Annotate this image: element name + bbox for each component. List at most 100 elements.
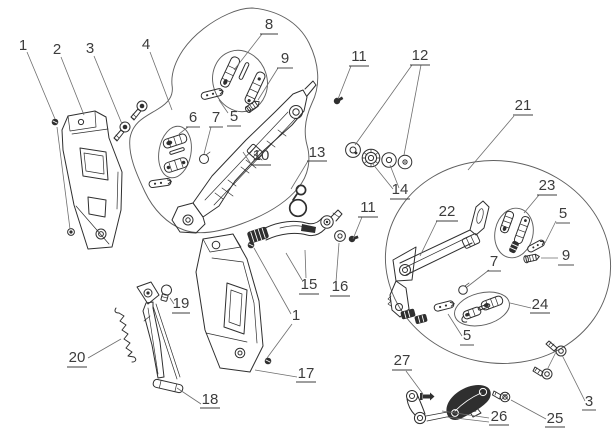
callout-number-18-19: 18 bbox=[202, 391, 219, 408]
callout-number-6-9: 6 bbox=[189, 109, 197, 126]
part-footpeg-rubber-8b bbox=[244, 71, 266, 105]
part-kickstand bbox=[136, 281, 184, 394]
callout-leader-25-30-0 bbox=[510, 399, 547, 420]
callout-number-20-21: 20 bbox=[69, 349, 86, 366]
callout-number-5-29: 5 bbox=[463, 327, 471, 344]
part-brake-pedal bbox=[247, 209, 343, 244]
part-side-cover-right bbox=[195, 233, 264, 373]
part-step-bolt-9a bbox=[244, 100, 260, 113]
part-heel-guard-left bbox=[61, 110, 123, 250]
callout-leader-1-0-0 bbox=[26, 51, 56, 120]
callout-leader-27-32-0 bbox=[405, 370, 424, 395]
part-clevis-pin-5d bbox=[433, 300, 455, 312]
callout-leader-3-33-1 bbox=[546, 351, 557, 371]
part-footrest-bracket-front bbox=[171, 80, 317, 234]
callout-leader-7-10-0 bbox=[203, 126, 212, 155]
callout-leader-2-1-0 bbox=[60, 56, 85, 116]
callout-leader-21-8-0 bbox=[467, 115, 515, 171]
part-washer-14b bbox=[381, 152, 397, 168]
group-outline-rear-assembly bbox=[384, 160, 612, 364]
callout-number-3-33: 3 bbox=[585, 393, 593, 410]
callout-leader-4-3-0 bbox=[149, 51, 173, 111]
callout-leader-11-15-0 bbox=[352, 216, 363, 240]
callout-leader-14-14-0 bbox=[371, 162, 394, 190]
callout-number-22-23: 22 bbox=[439, 203, 456, 220]
callout-number-21-8: 21 bbox=[515, 97, 532, 114]
part-pivot-bolt bbox=[160, 284, 173, 302]
callout-leader-5-11-0 bbox=[218, 99, 229, 114]
callout-number-4-3: 4 bbox=[142, 36, 150, 53]
part-footrest-bracket-rear bbox=[387, 200, 490, 324]
part-shift-pin-27 bbox=[420, 392, 435, 401]
part-step-bolt-9b bbox=[523, 253, 540, 264]
part-locknut-1 bbox=[51, 118, 59, 126]
callout-leader-13-13-0 bbox=[290, 160, 309, 190]
callout-leader-1-0-1 bbox=[56, 126, 71, 230]
callout-number-1-22: 1 bbox=[292, 307, 300, 324]
part-flat-washer bbox=[334, 230, 346, 242]
callout-leader-14-14-1 bbox=[389, 164, 400, 189]
part-mount-bolt-upper bbox=[130, 100, 148, 121]
callout-number-5-11: 5 bbox=[230, 108, 238, 125]
part-circlip-7a bbox=[199, 151, 211, 164]
callout-number-2-1: 2 bbox=[53, 41, 61, 58]
group-outline-footpeg-set-6 bbox=[158, 125, 192, 179]
callout-number-19-20: 19 bbox=[173, 295, 190, 312]
callout-number-7-27: 7 bbox=[490, 253, 498, 270]
part-footpeg-knob-23 bbox=[509, 240, 519, 254]
callout-number-14-14: 14 bbox=[392, 181, 409, 198]
callout-leader-3-2-0 bbox=[93, 55, 123, 125]
callout-leader-1-22-1 bbox=[266, 323, 293, 359]
callout-leader-24-28-0 bbox=[509, 302, 532, 309]
callout-number-11-15: 11 bbox=[360, 199, 376, 216]
callout-number-24-28: 24 bbox=[532, 296, 549, 313]
callout-leader-12-7-0 bbox=[354, 64, 413, 146]
part-washer-12b bbox=[397, 154, 413, 170]
part-rear-bolt-b bbox=[532, 366, 553, 380]
group-outline-footpeg-set-23 bbox=[494, 207, 534, 259]
callout-leader-22-23-0 bbox=[419, 220, 438, 257]
part-locknut-3 bbox=[247, 241, 255, 249]
callout-number-17-18: 17 bbox=[298, 365, 315, 382]
part-washer-12a bbox=[345, 142, 361, 158]
part-footpeg-rubber-8a bbox=[219, 56, 241, 88]
part-bolt-25 bbox=[492, 390, 511, 403]
group-outline-footpeg-set-8 bbox=[212, 49, 268, 113]
part-footpeg-sliver-24 bbox=[477, 303, 491, 311]
part-screw-11a bbox=[333, 96, 344, 105]
part-rear-bolt-a bbox=[545, 340, 567, 357]
callout-number-9-5: 9 bbox=[281, 50, 289, 67]
part-footpeg-rubber-23b bbox=[513, 215, 531, 245]
callout-leader-18-19-0 bbox=[176, 387, 202, 405]
callout-leader-26-31-1 bbox=[446, 416, 490, 423]
callout-leader-3-33-0 bbox=[561, 354, 586, 402]
callout-leader-17-18-0 bbox=[254, 369, 298, 378]
callout-leader-5-29-0 bbox=[447, 313, 463, 337]
part-footpeg-rubber-6a bbox=[162, 133, 188, 149]
callout-leader-5-25-0 bbox=[544, 220, 557, 244]
group-outline-front-assembly bbox=[129, 7, 319, 234]
part-footpeg-rubber-23a bbox=[499, 210, 515, 234]
callout-leader-9-5-0 bbox=[257, 67, 279, 101]
callout-leader-11-6-0 bbox=[337, 65, 352, 100]
part-cotter-clip bbox=[288, 184, 308, 218]
callout-leader-26-31-0 bbox=[441, 410, 490, 419]
callout-leader-10-12-0 bbox=[242, 151, 252, 165]
callout-leader-12-7-1 bbox=[403, 64, 422, 156]
callout-number-16-17: 16 bbox=[332, 278, 349, 295]
callout-leader-7-27-0 bbox=[466, 269, 490, 288]
part-circlip-7b bbox=[458, 282, 470, 295]
callout-leader-8-4-0 bbox=[233, 33, 263, 71]
callout-number-12-7: 12 bbox=[412, 47, 429, 64]
callout-leader-19-20-0 bbox=[169, 297, 175, 305]
callout-number-10-12: 10 bbox=[253, 147, 270, 164]
callout-leader-1-22-0 bbox=[253, 247, 292, 315]
callout-number-13-13: 13 bbox=[309, 144, 326, 161]
callout-number-11-6: 11 bbox=[351, 48, 367, 65]
part-clevis-pin-5c bbox=[527, 239, 545, 253]
callout-number-7-10: 7 bbox=[212, 109, 220, 126]
part-footpeg-rubber-24b bbox=[461, 306, 482, 323]
